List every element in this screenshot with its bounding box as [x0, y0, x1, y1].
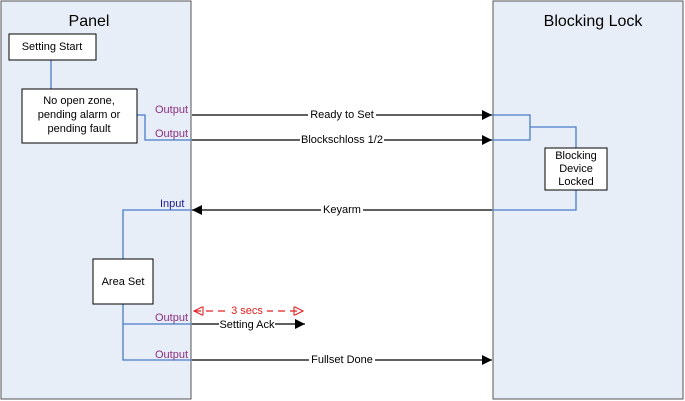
output-label-2: Output	[155, 128, 188, 140]
blocking-lock-title: Blocking Lock	[544, 13, 644, 30]
panel-lane	[0, 0, 192, 400]
fullset-done-label-bg	[309, 353, 375, 365]
blocking-device-line-1: Blocking	[555, 150, 597, 162]
output-label-3: Output	[155, 312, 188, 324]
blockschloss-label-bg	[300, 133, 384, 145]
panel-title: Panel	[69, 13, 110, 30]
fullset-done-label: Fullset Done	[311, 354, 373, 366]
setting-ack-label-bg	[219, 318, 275, 330]
precondition-line-1: No open zone,	[43, 95, 115, 107]
precondition-box	[21, 88, 138, 144]
setting-start-box	[8, 33, 97, 61]
output-label-4: Output	[155, 349, 188, 361]
left-connectors	[50, 60, 192, 361]
blocking-device-box	[544, 147, 608, 191]
area-set-box	[92, 258, 154, 305]
blocking-device-line-3: Locked	[558, 176, 593, 188]
right-connectors	[492, 114, 577, 211]
ready-to-set-label-bg	[308, 108, 376, 120]
keyarm-label-bg	[321, 203, 363, 215]
precondition-line-2: pending alarm or	[38, 109, 121, 121]
setting-ack-label: Setting Ack	[219, 319, 275, 331]
keyarm-label: Keyarm	[323, 204, 361, 216]
timing-label: 3 secs	[231, 305, 263, 317]
input-label: Input	[160, 198, 184, 210]
blocking-device-line-2: Device	[559, 163, 593, 175]
output-label-1: Output	[155, 104, 188, 116]
timing-label-bg	[227, 304, 267, 316]
precondition-line-3: pending fault	[48, 123, 111, 135]
blocking-lock-lane	[492, 0, 684, 400]
blockschloss-label: Blockschloss 1/2	[301, 134, 383, 146]
setting-start-label: Setting Start	[22, 41, 83, 53]
area-set-label: Area Set	[102, 276, 145, 288]
ready-to-set-label: Ready to Set	[310, 109, 374, 121]
